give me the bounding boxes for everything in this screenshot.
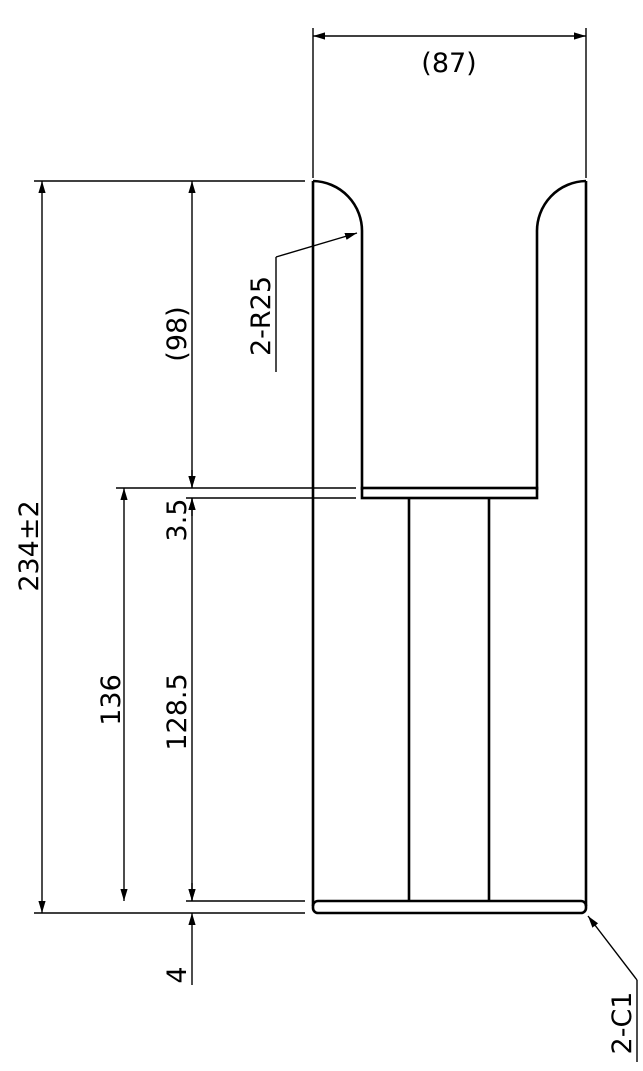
callout-radius-label: 2-R25 [246, 276, 277, 356]
dimension-base-thickness: 4 [162, 883, 196, 985]
callout-chamfer: 2-C1 [587, 915, 638, 1062]
dimension-lower-height-label: 136 [96, 674, 127, 726]
left-fillet-arm [312, 179, 364, 490]
dimension-top-width-label: (87) [421, 48, 476, 79]
base-plate [311, 899, 588, 915]
dimension-post-height: 128.5 [162, 498, 196, 901]
dimension-plate-thickness-label: 3.5 [162, 499, 193, 542]
dimension-plate-thickness: 3.5 [162, 470, 196, 542]
dimension-base-thickness-label: 4 [162, 966, 193, 983]
right-fillet-arm [535, 179, 587, 490]
dimension-overall-height-label: 234±2 [14, 500, 45, 591]
callout-radius: 2-R25 [246, 232, 358, 372]
dimension-top-width: (87) [313, 32, 586, 79]
dimension-post-height-label: 128.5 [162, 673, 193, 750]
middle-plate [360, 486, 539, 500]
extension-lines [34, 28, 587, 914]
dimension-lower-height: 136 [96, 488, 128, 901]
dimension-upper-height: (98) [162, 181, 196, 488]
part-outline [311, 179, 588, 915]
callout-chamfer-label: 2-C1 [607, 992, 638, 1055]
dimension-overall-height: 234±2 [14, 181, 46, 913]
dimension-upper-height-label: (98) [162, 306, 193, 361]
